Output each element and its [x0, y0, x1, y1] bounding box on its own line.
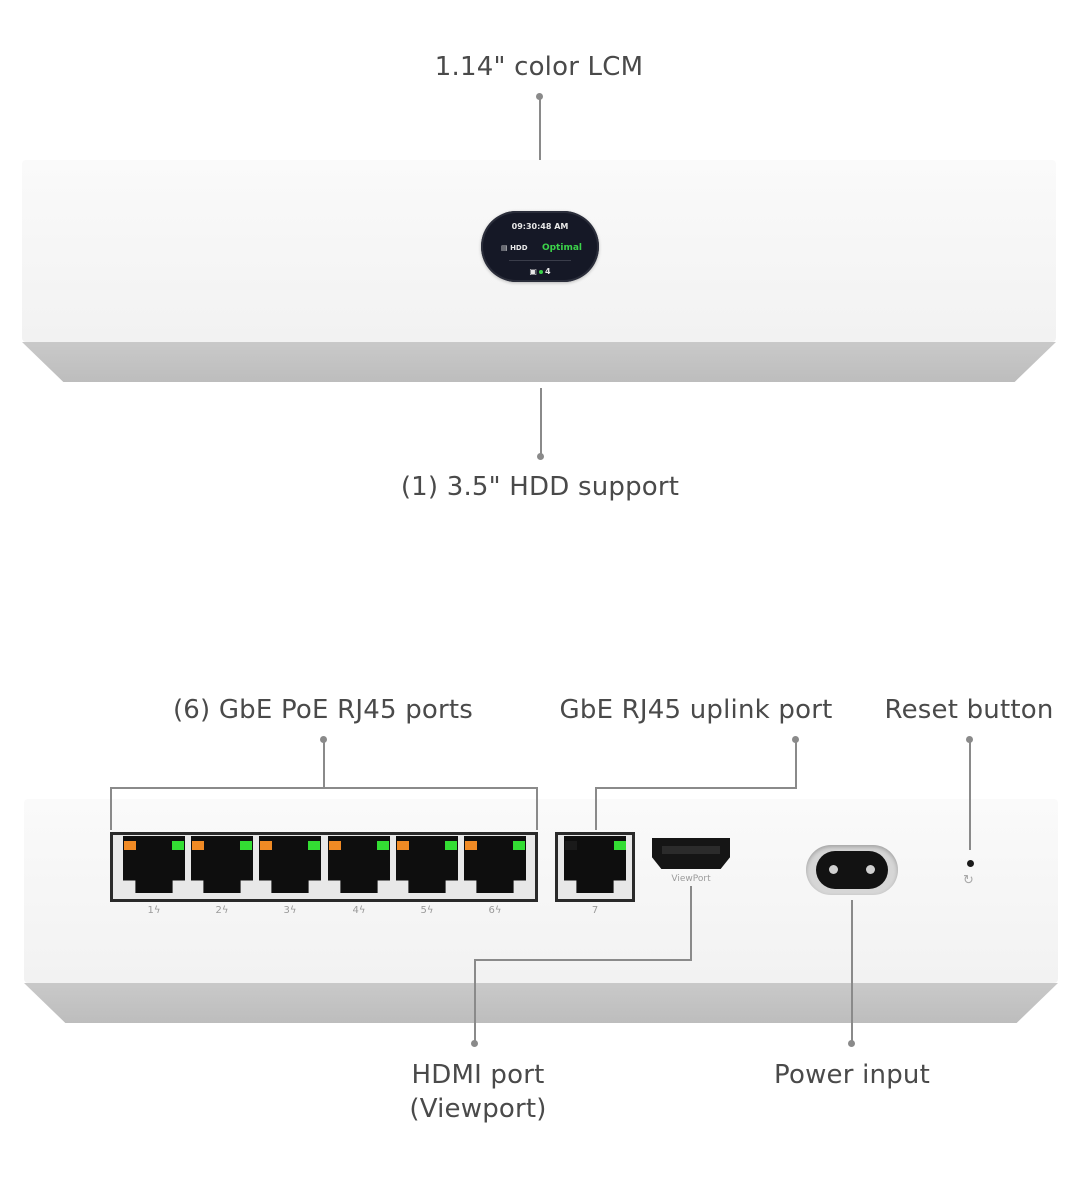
poe-callout-label: (6) GbE PoE RJ45 ports — [172, 695, 474, 725]
port-label-1: 1ϟ — [148, 905, 161, 916]
port-number: 3 — [283, 905, 290, 916]
poe-bolt-icon: ϟ — [426, 905, 434, 916]
port-label-3: 3ϟ — [284, 905, 297, 916]
hdmi-callout-horizontal — [474, 959, 692, 961]
lcm-callout-label: 1.14" color LCM — [434, 52, 644, 82]
port-4-led-green — [377, 841, 389, 850]
poe-bolt-icon: ϟ — [289, 905, 297, 916]
poe-bolt-icon: ϟ — [494, 905, 502, 916]
port-4-led-orange — [329, 841, 341, 850]
port-number: 4 — [352, 905, 359, 916]
reset-button[interactable] — [967, 860, 974, 867]
port-3-led-green — [308, 841, 320, 850]
uplink-callout-drop — [595, 787, 597, 830]
port-7-led-green — [614, 841, 626, 850]
poe-callout-dot — [320, 736, 327, 743]
poe-bracket-right — [536, 787, 538, 830]
lcm-time: 09:30:48 AM — [511, 222, 569, 231]
port-label-7: 7 — [591, 905, 599, 916]
power-pin-left — [829, 865, 838, 874]
device-rear-base — [24, 983, 1058, 1023]
port-label-6: 6ϟ — [489, 905, 502, 916]
reset-callout-dot — [966, 736, 973, 743]
uplink-callout-horizontal — [595, 787, 797, 789]
power-pin-right — [866, 865, 875, 874]
status-dot-icon — [538, 269, 543, 274]
disk-icon: ▤ — [501, 244, 508, 252]
uplink-callout-dot — [792, 736, 799, 743]
lcm-device-count: ▣4 — [481, 267, 599, 276]
poe-bolt-icon: ϟ — [153, 905, 161, 916]
lcm-screen: 09:30:48 AM ▤ HDD Optimal ▣4 — [481, 211, 599, 282]
poe-bracket-left — [110, 787, 112, 830]
port-5-led-orange — [397, 841, 409, 850]
device-front-base — [22, 342, 1056, 382]
hdd-callout-line — [540, 388, 542, 456]
port-6-led-green — [513, 841, 525, 850]
lcm-hdd-text: HDD — [510, 244, 528, 252]
port-6-led-orange — [465, 841, 477, 850]
poe-callout-stem — [323, 740, 325, 788]
power-inlet-socket — [816, 851, 888, 889]
lcm-divider — [509, 260, 571, 261]
port-1-led-green — [172, 841, 184, 850]
port-label-5: 5ϟ — [421, 905, 434, 916]
camera-icon: ▣ — [529, 267, 537, 276]
hdmi-callout-label-line2: (Viewport) — [409, 1094, 547, 1124]
power-callout-line — [851, 900, 853, 1042]
hdmi-callout-dot — [471, 1040, 478, 1047]
lcm-status: Optimal — [541, 243, 582, 253]
port-label-2: 2ϟ — [216, 905, 229, 916]
port-number: 1 — [147, 905, 154, 916]
hdmi-callout-drop — [690, 886, 692, 960]
hdmi-callout-label-line1: HDMI port — [411, 1060, 545, 1090]
poe-bolt-icon: ϟ — [221, 905, 229, 916]
power-callout-label: Power input — [774, 1060, 930, 1090]
port-number: 5 — [420, 905, 427, 916]
port-number: 2 — [215, 905, 222, 916]
uplink-callout-label: GbE RJ45 uplink port — [559, 695, 833, 725]
lcm-callout-line — [539, 97, 541, 213]
lcm-hdd-label: ▤ HDD — [501, 244, 528, 252]
port-5-led-green — [445, 841, 457, 850]
port-label-4: 4ϟ — [353, 905, 366, 916]
reset-icon: ↻ — [963, 873, 974, 888]
hdmi-callout-stem — [474, 959, 476, 1043]
reset-callout-line — [969, 740, 971, 850]
port-1-led-orange — [124, 841, 136, 850]
poe-bolt-icon: ϟ — [358, 905, 366, 916]
port-2-led-green — [240, 841, 252, 850]
port-7-led-off — [565, 841, 577, 850]
poe-callout-bracket — [110, 787, 538, 789]
lcm-callout-dot — [536, 93, 543, 100]
hdd-callout-dot — [537, 453, 544, 460]
power-callout-dot — [848, 1040, 855, 1047]
lcm-count-value: 4 — [544, 267, 551, 276]
port-3-led-orange — [260, 841, 272, 850]
hdmi-port-contacts — [662, 846, 720, 854]
hdd-callout-label: (1) 3.5" HDD support — [400, 472, 680, 502]
uplink-callout-stem — [795, 740, 797, 788]
hdmi-port-label: ViewPort — [671, 874, 711, 884]
port-2-led-orange — [192, 841, 204, 850]
port-number: 6 — [488, 905, 495, 916]
reset-callout-label: Reset button — [884, 695, 1054, 725]
